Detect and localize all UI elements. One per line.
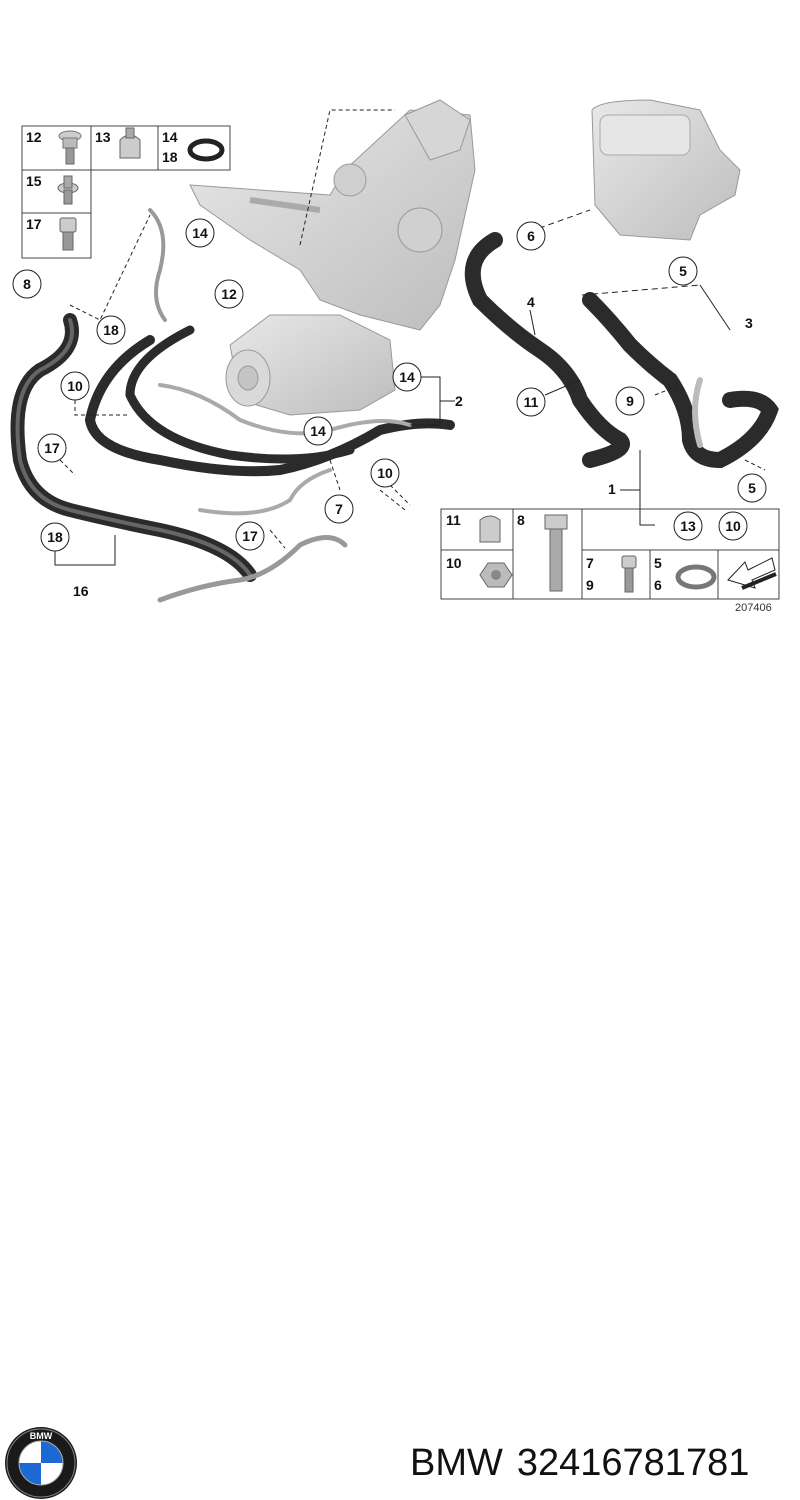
callout-5-top: 5 (668, 256, 698, 286)
bolt-12-drawing (58, 130, 82, 165)
callout-14-top: 14 (185, 218, 215, 248)
svg-text:6: 6 (527, 228, 535, 244)
seal-ring-drawing (187, 138, 225, 162)
bolt-8-drawing (544, 514, 568, 592)
svg-text:10: 10 (377, 465, 393, 481)
svg-text:14: 14 (192, 225, 208, 241)
screw-17-drawing (59, 217, 77, 251)
label-4: 4 (527, 294, 535, 310)
svg-text:18: 18 (103, 322, 119, 338)
legend-label-8: 8 (517, 512, 525, 528)
callout-14-mid: 14 (392, 362, 422, 392)
legend-bottom-right: 11 8 10 7 9 5 6 207406 (440, 508, 780, 614)
callouts: 14 8 18 12 10 14 14 17 10 7 18 17 6 5 11… (12, 218, 767, 599)
brand-name: BMW (410, 1442, 503, 1484)
svg-text:8: 8 (23, 276, 31, 292)
callout-5-low: 5 (737, 473, 767, 503)
legend-label-13: 13 (95, 129, 111, 145)
svg-text:5: 5 (679, 263, 687, 279)
callout-8: 8 (12, 269, 42, 299)
svg-text:9: 9 (626, 393, 634, 409)
legend-label-7: 7 (586, 555, 594, 571)
callout-9: 9 (615, 386, 645, 416)
callout-12: 12 (214, 279, 244, 309)
arrow-symbol (727, 557, 777, 590)
fluid-reservoir (591, 99, 741, 241)
svg-text:7: 7 (335, 501, 343, 517)
part-number: 32416781781 (516, 1442, 750, 1484)
svg-text:13: 13 (680, 518, 696, 534)
steering-pump (225, 314, 396, 416)
hose-clamp-drawing (675, 564, 717, 590)
reference-code: 207406 (735, 602, 772, 614)
label-2: 2 (455, 393, 463, 409)
screw-7-drawing (621, 555, 637, 593)
footer: BMW BMW 32416781781 (0, 700, 800, 1499)
hoses (10, 208, 779, 603)
svg-text:18: 18 (47, 529, 63, 545)
svg-text:17: 17 (44, 440, 60, 456)
callout-10-left: 10 (60, 371, 90, 401)
callout-13: 13 (673, 511, 703, 541)
bmw-logo: BMW (5, 1427, 77, 1499)
svg-text:17: 17 (242, 528, 258, 544)
svg-text:14: 14 (310, 423, 326, 439)
stud-15-drawing (57, 175, 79, 205)
clip-13-drawing (119, 127, 141, 159)
svg-text:10: 10 (67, 378, 83, 394)
legend-label-10: 10 (446, 555, 462, 571)
callout-17-left: 17 (37, 433, 67, 463)
svg-text:5: 5 (748, 480, 756, 496)
legend-top-left: 12 13 14 18 15 17 (21, 125, 231, 259)
callout-10-right: 10 (718, 511, 748, 541)
callout-18-top: 18 (96, 315, 126, 345)
parts-diagram: 12 13 14 18 15 17 (10, 99, 780, 614)
label-16: 16 (73, 583, 89, 599)
label-3: 3 (745, 315, 753, 331)
legend-label-15: 15 (26, 173, 42, 189)
svg-text:12: 12 (221, 286, 237, 302)
callout-11: 11 (516, 387, 546, 417)
legend-label-11: 11 (446, 512, 461, 528)
legend-label-17: 17 (26, 216, 42, 232)
legend-label-12: 12 (26, 129, 42, 145)
svg-text:10: 10 (725, 518, 741, 534)
clip-11-drawing (479, 515, 501, 543)
legend-label-18: 18 (162, 149, 178, 165)
svg-text:BMW: BMW (30, 1431, 53, 1441)
svg-text:11: 11 (524, 394, 539, 410)
callout-18-low: 18 (40, 522, 70, 552)
legend-label-9: 9 (586, 577, 594, 593)
nut-10-drawing (479, 562, 513, 588)
callout-6: 6 (516, 221, 546, 251)
legend-label-5: 5 (654, 555, 662, 571)
callout-10-mid: 10 (370, 458, 400, 488)
callout-14-low: 14 (303, 416, 333, 446)
label-1: 1 (608, 481, 616, 497)
legend-label-6: 6 (654, 577, 662, 593)
callout-7: 7 (324, 494, 354, 524)
legend-label-14: 14 (162, 129, 178, 145)
svg-text:14: 14 (399, 369, 415, 385)
part-label: BMW 32416781781 (410, 1442, 763, 1485)
steering-gear (189, 99, 476, 331)
callout-17-low: 17 (235, 521, 265, 551)
